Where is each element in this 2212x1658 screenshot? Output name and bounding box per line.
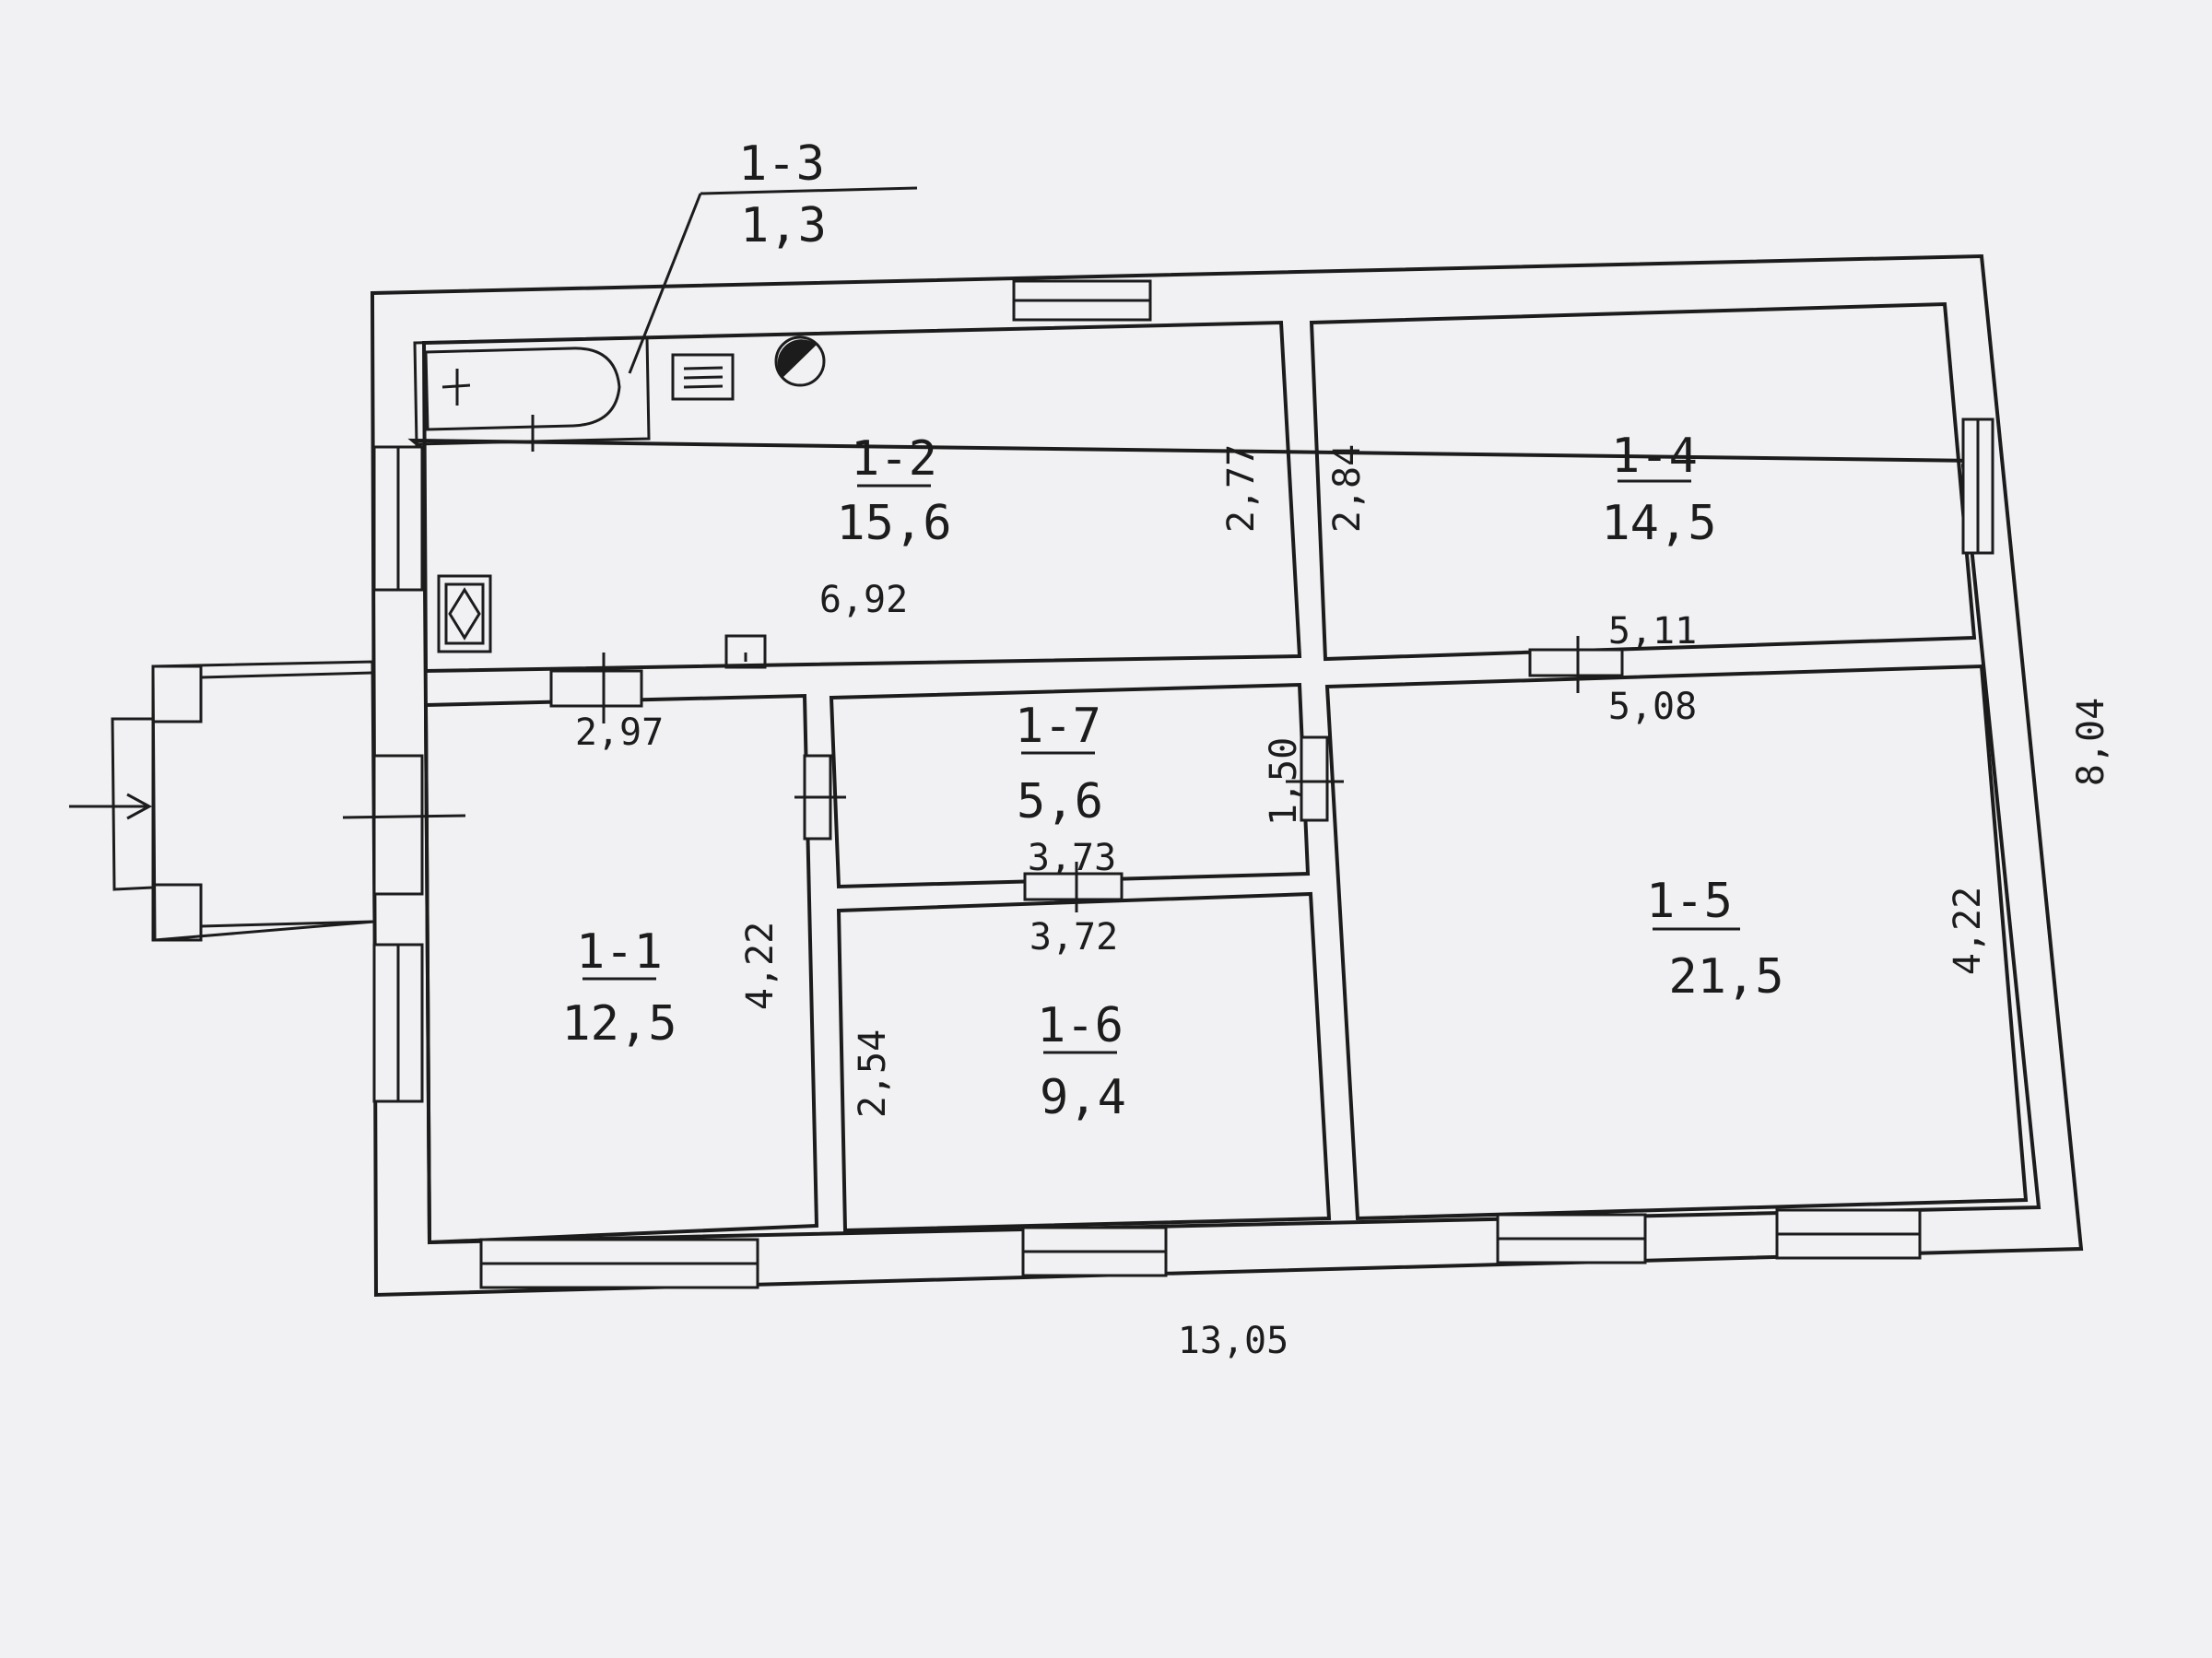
room-1-4-outline <box>1309 301 1977 662</box>
entrance-porch <box>69 660 376 942</box>
dim-r17-depth: 1,50 <box>1263 737 1305 826</box>
dim-r12-width: 6,92 <box>819 579 908 621</box>
dimension-labels: 6,92 2,77 2,84 5,11 5,08 8,04 4,22 2,97 … <box>575 444 2112 1362</box>
room-1-2-outline <box>421 320 1302 674</box>
dim-r12-depth: 2,77 <box>1220 444 1263 533</box>
room-1-3-id: 1-3 <box>738 136 825 192</box>
dim-r14-width: 5,11 <box>1608 610 1697 653</box>
dim-overall-depth: 8,04 <box>2070 698 2112 786</box>
room-outlines <box>421 301 2029 1245</box>
doors <box>342 636 1624 912</box>
room-1-5-outline <box>1324 664 2029 1221</box>
outer-walls <box>370 253 2084 1298</box>
dim-r17-width: 3,73 <box>1028 837 1116 879</box>
room-labels: 1-3 1,3 1-2 15,6 1-4 14,5 1-7 5,6 1-1 12… <box>561 136 1783 1125</box>
boiler-icon <box>774 335 826 387</box>
stove-icon <box>437 574 492 653</box>
room-1-7-area: 5,6 <box>1017 774 1103 829</box>
arrow-head-icon <box>126 793 153 820</box>
bathtub-icon <box>424 347 621 431</box>
room-1-6-id: 1-6 <box>1037 998 1124 1053</box>
room-1-6-outline <box>836 891 1332 1233</box>
dim-r15-width: 5,08 <box>1608 686 1697 728</box>
dim-r16-width: 3,72 <box>1030 916 1118 958</box>
room-1-7-id: 1-7 <box>1015 699 1101 754</box>
dim-r14-depth: 2,84 <box>1326 444 1369 533</box>
room-1-1-id: 1-1 <box>576 924 663 980</box>
dim-r16-depth: 2,54 <box>852 1029 894 1118</box>
windows <box>372 279 1994 1289</box>
dim-r11-depth: 4,22 <box>739 922 782 1010</box>
dim-overall-width: 13,05 <box>1178 1320 1288 1362</box>
room-1-6-area: 9,4 <box>1040 1070 1126 1125</box>
tap-icon <box>441 369 471 406</box>
heater-icon <box>724 634 767 669</box>
dim-r11-width: 2,97 <box>575 711 664 754</box>
room-1-2-id: 1-2 <box>851 431 937 487</box>
dim-r15-depth: 4,22 <box>1947 887 1989 975</box>
fixtures <box>437 335 826 669</box>
room-1-5-area: 21,5 <box>1668 949 1783 1005</box>
room-1-4-id: 1-4 <box>1611 429 1698 484</box>
room-1-4-area: 14,5 <box>1601 496 1716 551</box>
room-1-5-id: 1-5 <box>1646 874 1733 929</box>
room-1-7-outline <box>829 682 1311 889</box>
room-1-2-area: 15,6 <box>836 496 951 551</box>
room-1-1-area: 12,5 <box>561 996 677 1052</box>
room-1-3-area: 1,3 <box>740 198 827 253</box>
sink-icon <box>671 353 735 401</box>
room-1-1-outline <box>423 693 819 1245</box>
bathroom-1-3 <box>413 186 918 452</box>
